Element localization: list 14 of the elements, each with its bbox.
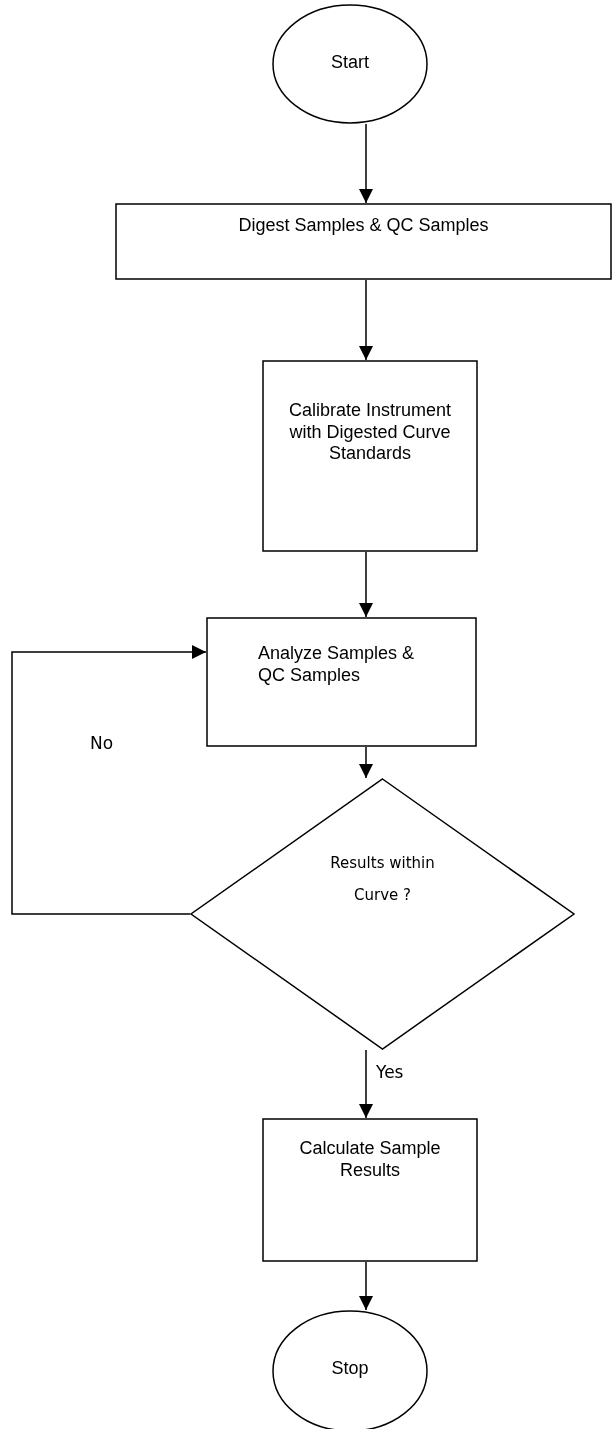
arrow: [359, 123, 373, 204]
arrow: [359, 551, 373, 618]
arrow: [11, 645, 207, 915]
step-label: Calibrate Instrument with Digested Curve Standards: [287, 400, 453, 465]
decision-label: Results within Curve ?: [330, 853, 435, 906]
step-label: Analyze Samples & QC Samples: [258, 643, 416, 687]
step-label: Digest Samples & QC Samples: [237, 215, 490, 237]
arrow: [359, 279, 373, 361]
step-label: Stop: [330, 1358, 370, 1380]
arrow: [359, 1049, 373, 1119]
arrow: [359, 746, 373, 779]
step-label: Start: [330, 52, 370, 74]
arrow: [359, 1261, 373, 1311]
step-label: Calculate Sample Results: [298, 1138, 442, 1182]
